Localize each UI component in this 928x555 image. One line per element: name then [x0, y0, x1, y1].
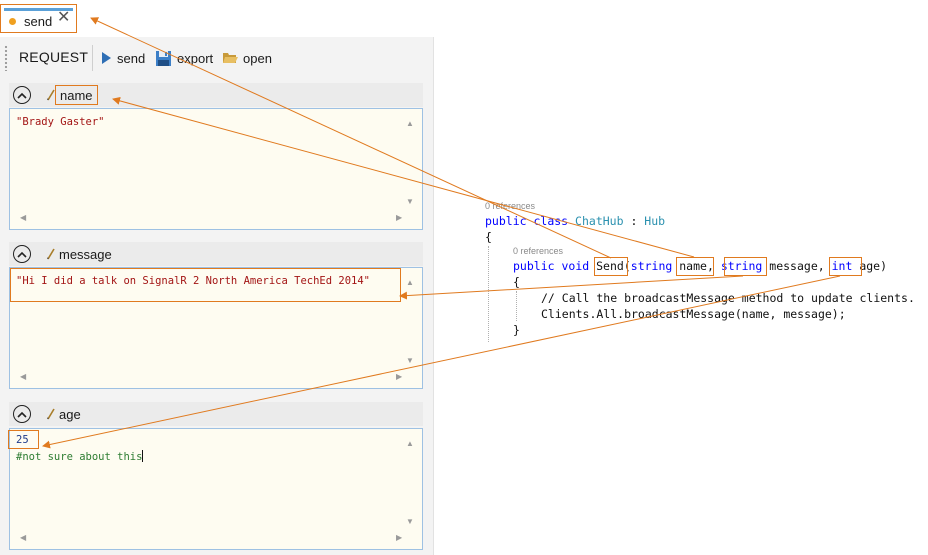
references-hint: 0 references [485, 201, 536, 211]
indent-guide [488, 246, 489, 342]
scroll-down-icon[interactable]: ▼ [406, 356, 414, 365]
close-icon[interactable]: ✕ [57, 9, 71, 26]
scroll-left-icon[interactable]: ◀ [20, 213, 27, 222]
scroll-down-icon[interactable]: ▼ [406, 517, 414, 526]
open-button[interactable]: open [222, 48, 272, 68]
send-button-label: send [117, 50, 146, 66]
tab-active-indicator [4, 8, 73, 11]
pencil-icon [46, 247, 56, 265]
indent-guide [516, 291, 517, 321]
pencil-icon [46, 407, 56, 425]
send-button[interactable]: send [101, 48, 145, 68]
open-button-label: open [243, 50, 272, 66]
scroll-right-icon[interactable]: ▶ [396, 372, 403, 381]
scroll-up-icon[interactable]: ▲ [406, 278, 414, 287]
highlight-box [724, 257, 767, 276]
send-tab[interactable]: send ✕ [0, 4, 77, 33]
message-editor[interactable]: "Hi I did a talk on SignalR 2 North Amer… [9, 267, 423, 389]
scroll-up-icon[interactable]: ▲ [406, 119, 414, 128]
highlight-box [594, 257, 628, 276]
name-editor[interactable]: "Brady Gaster" ▲ ▼ ◀ ▶ [9, 108, 423, 230]
class-open-brace: { [485, 230, 492, 244]
section-title-message: message [59, 247, 112, 262]
name-value: "Brady Gaster" [16, 116, 105, 128]
export-button-label: export [177, 50, 214, 66]
save-disk-icon [155, 50, 172, 67]
message-value: "Hi I did a talk on SignalR 2 North Amer… [16, 275, 371, 287]
age-editor[interactable]: 25 #not sure about this ▲ ▼ ◀ ▶ [8, 428, 423, 550]
code-comment: // Call the broadcastMessage method to u… [541, 291, 915, 305]
scroll-left-icon[interactable]: ◀ [20, 372, 27, 381]
pencil-icon [46, 88, 56, 106]
folder-open-icon [222, 51, 238, 65]
scroll-left-icon[interactable]: ◀ [20, 533, 27, 542]
chevron-up-icon[interactable] [13, 245, 31, 263]
highlight-box [829, 257, 862, 276]
scroll-down-icon[interactable]: ▼ [406, 197, 414, 206]
toolbar-separator [92, 45, 93, 71]
highlight-box [676, 257, 714, 276]
class-declaration-line: public class ChatHub : Hub [485, 214, 666, 228]
section-header-name: name [9, 83, 423, 107]
broadcast-call-line: Clients.All.broadcastMessage(name, messa… [541, 307, 846, 321]
section-header-message: message [9, 242, 423, 266]
age-comment: #not sure about this [16, 450, 144, 463]
unsaved-dot-icon [9, 18, 16, 25]
references-hint: 0 references [513, 246, 564, 256]
section-header-age: age [9, 402, 423, 426]
scroll-right-icon[interactable]: ▶ [396, 533, 403, 542]
toolbar-grip[interactable] [4, 45, 8, 71]
method-open-brace: { [513, 275, 520, 289]
scroll-right-icon[interactable]: ▶ [396, 213, 403, 222]
section-title-name: name [60, 88, 93, 103]
age-value: 25 [16, 434, 29, 446]
toolbar-title: REQUEST [19, 49, 89, 65]
highlight-box [8, 430, 39, 449]
section-title-age: age [59, 407, 81, 422]
request-toolbar: REQUEST send export [0, 37, 433, 77]
export-button[interactable]: export [155, 48, 213, 68]
method-close-brace: } [513, 323, 520, 337]
send-play-icon [101, 51, 112, 65]
text-caret [142, 450, 144, 462]
method-signature-line: public void Send(string name, string mes… [513, 259, 888, 273]
chevron-up-icon[interactable] [13, 86, 31, 104]
scroll-up-icon[interactable]: ▲ [406, 439, 414, 448]
tab-label: send [24, 14, 53, 29]
chevron-up-icon[interactable] [13, 405, 31, 423]
